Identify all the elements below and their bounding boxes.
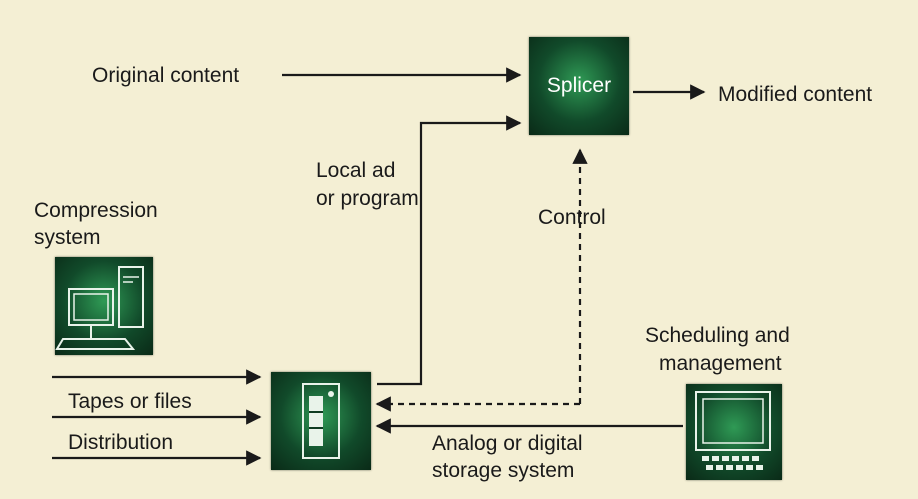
compression-system-box xyxy=(55,257,153,355)
splicer-label: Splicer xyxy=(546,74,612,97)
computer-workstation-icon xyxy=(55,266,144,350)
terminal-keyboard-icon xyxy=(695,391,771,470)
label-original-content: Original content xyxy=(92,64,240,87)
scheduling-box xyxy=(686,384,782,480)
label-compression-line2: system xyxy=(34,226,101,249)
server-tower-icon xyxy=(302,383,340,459)
label-storage-line2: storage system xyxy=(432,459,575,482)
label-local-ad-line2: or program xyxy=(316,187,419,210)
label-scheduling-line2: management xyxy=(659,352,782,375)
label-local-ad-line1: Local ad xyxy=(316,159,396,182)
splicer-box: Splicer xyxy=(529,37,629,135)
label-scheduling-line1: Scheduling and xyxy=(645,324,790,347)
label-distribution: Distribution xyxy=(68,431,174,454)
label-storage-line1: Analog or digital xyxy=(432,432,583,455)
label-modified-content: Modified content xyxy=(718,83,873,106)
label-control: Control xyxy=(538,206,606,229)
label-compression-line1: Compression xyxy=(34,199,158,222)
label-tapes-or-files: Tapes or files xyxy=(68,390,192,413)
storage-system-box xyxy=(271,372,371,470)
arrow-storage-to-splicer xyxy=(377,115,522,386)
